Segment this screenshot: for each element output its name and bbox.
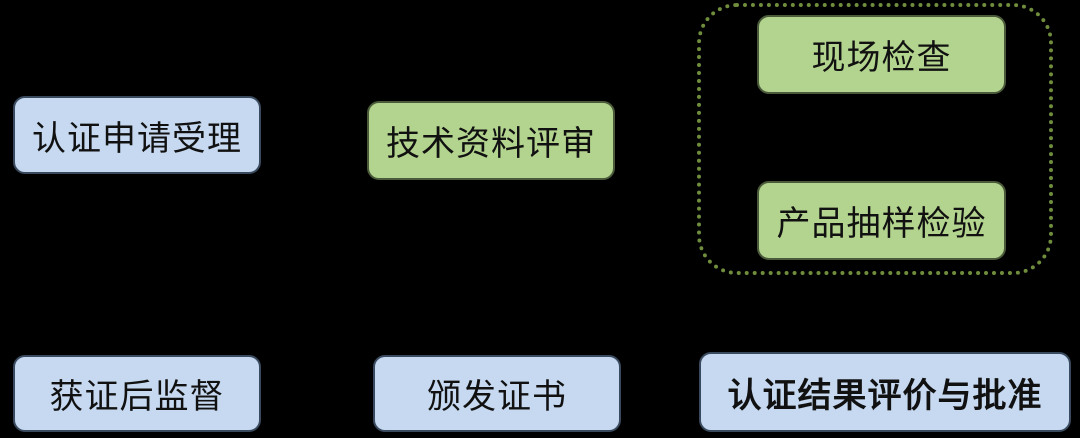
step-label: 获证后监督	[49, 377, 225, 417]
step-label: 认证结果评价与批准	[727, 375, 1043, 416]
step-evaluation-approval: 认证结果评价与批准	[699, 352, 1071, 432]
step-label: 技术资料评审	[386, 124, 596, 164]
step-label: 认证申请受理	[32, 118, 242, 159]
step-label: 产品抽样检验	[776, 204, 987, 244]
step-label: 颁发证书	[427, 377, 567, 417]
step-onsite-inspection: 现场检查	[757, 15, 1006, 94]
step-label: 现场检查	[811, 38, 952, 78]
step-sample-testing: 产品抽样检验	[757, 181, 1006, 260]
step-application: 认证申请受理	[13, 96, 261, 174]
step-document-review: 技术资料评审	[367, 101, 615, 180]
step-certificate-issue: 颁发证书	[373, 355, 621, 432]
step-post-supervision: 获证后监督	[13, 355, 261, 432]
inspection-group-frame	[697, 3, 1053, 275]
